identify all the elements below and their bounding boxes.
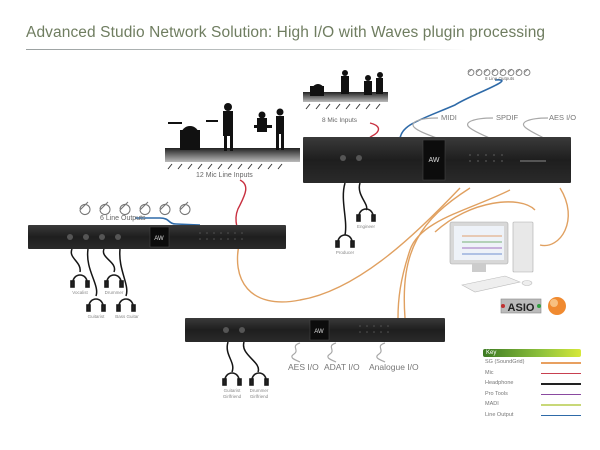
label-adat: ADAT I/O [324, 362, 360, 372]
label-8-mic-inputs: 8 Mic Inputs [322, 117, 358, 124]
label-midi: MIDI [441, 113, 457, 122]
legend-item-madi: MADI [483, 399, 581, 410]
label-12-mic-inputs: 12 Mic Line Inputs [196, 172, 253, 179]
headphone-label-engineer: Engineer [356, 224, 375, 229]
line-out-cable-8 [399, 79, 503, 141]
headphone-label-drummer: Drummer [104, 290, 124, 295]
headphone-icon [337, 234, 353, 243]
headphone-cables [70, 182, 368, 373]
headphone-label-producer: Producer [335, 250, 355, 255]
sg-cable-left-to-top [236, 187, 461, 303]
legend-swatch [541, 372, 581, 374]
headphone-icon [72, 274, 88, 283]
sg-cable-top-to-bottom [403, 187, 471, 319]
adat-cable [327, 342, 337, 363]
analogue-cable [376, 342, 386, 363]
label-spdif: SPDIF [496, 113, 519, 122]
label-aes-bottom: AES I/O [288, 362, 319, 372]
legend-item-soundgrid: SG (SoundGrid) [483, 357, 581, 368]
headphone-icon [118, 298, 134, 307]
legend-swatch [541, 362, 581, 364]
spdif-cable [467, 117, 494, 141]
line-output-cables [135, 79, 503, 226]
title-underline [26, 49, 466, 50]
waves-orange-logo [548, 297, 566, 315]
legend-swatch [541, 404, 581, 406]
rack-unit-bottom: AW [185, 318, 445, 342]
band-stage-8ch [303, 70, 388, 110]
sg-cable-top-to-pc [539, 187, 569, 247]
sg-cable-top-to-bottom-b [397, 189, 511, 319]
svg-text:AW: AW [314, 329, 324, 335]
aes-bottom-cable [291, 342, 301, 363]
rack-unit-left: AW [28, 225, 286, 249]
aes-top-cable [522, 117, 549, 141]
label-6-line-outputs: 6 Line Outputs [100, 215, 146, 222]
headphone-icon [251, 372, 267, 381]
legend-swatch [541, 414, 581, 416]
svg-text:AW: AW [428, 157, 439, 164]
label-8-line-outputs: 8 Line Outputs [485, 76, 515, 81]
rack-unit-top: AW [303, 137, 571, 183]
computer-workstation [449, 221, 534, 293]
label-analogue: Analogue I/O [369, 362, 419, 372]
headphone-icon [358, 208, 374, 217]
mic-icons-12 [167, 163, 283, 170]
legend-item-pro-tools: Pro Tools [483, 389, 581, 400]
headphone-icon [88, 298, 104, 307]
headphone-icon [224, 372, 240, 381]
diagram-title: Advanced Studio Network Solution: High I… [26, 24, 546, 41]
legend-heading: Key [483, 349, 581, 357]
line-output-symbols-8 [467, 68, 531, 76]
soundgrid-cables [236, 187, 569, 319]
line-output-symbols-6 [79, 201, 191, 216]
label-aes-top: AES I/O [549, 113, 577, 122]
asio-logo: ASIO [500, 298, 542, 314]
headphone-label-drummer-girlfriend: Drummer Girlfriend [249, 388, 269, 399]
headphones [70, 208, 376, 386]
headphone-label-bass-guitar: Bass Guitar [115, 314, 139, 319]
band-stage-12ch [165, 103, 300, 170]
svg-text:AW: AW [154, 236, 164, 242]
asio-text: ASIO [508, 302, 535, 314]
legend-swatch [541, 383, 581, 385]
legend-swatch [541, 393, 581, 395]
legend: Key SG (SoundGrid) Mic Headphone Pro Too… [483, 349, 581, 420]
midi-cable [412, 117, 441, 141]
headphone-label-guitarist: Guitarist [87, 314, 105, 319]
headphone-label-guitarist-girlfriend: Guitarist Girlfriend [222, 388, 242, 399]
headphone-label-vocalist: Vocalist [72, 290, 88, 295]
sg-cable-loop-pc [434, 201, 536, 233]
legend-item-mic: Mic [483, 368, 581, 379]
headphone-icon [106, 274, 122, 283]
legend-item-headphone: Headphone [483, 378, 581, 389]
line-out-cable-6 [135, 217, 201, 226]
legend-item-line-output: Line Output [483, 410, 581, 421]
